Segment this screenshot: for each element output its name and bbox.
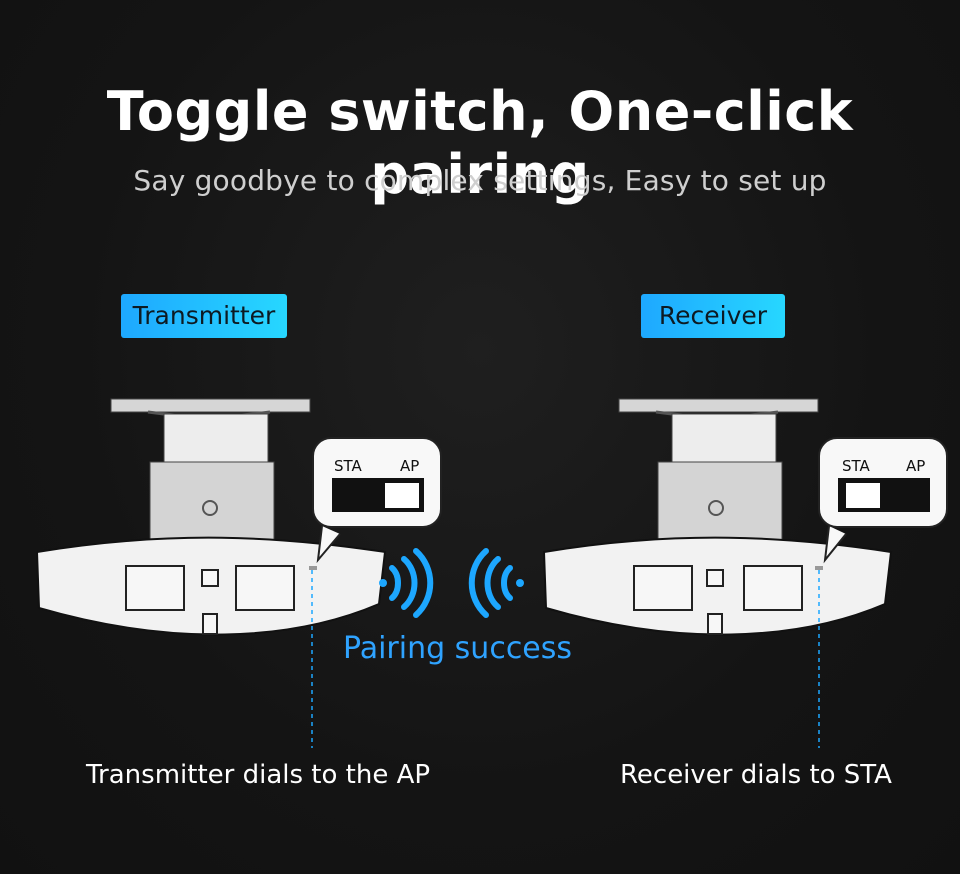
transmitter-switch-inset: STA AP — [312, 437, 442, 564]
receiver-device — [542, 398, 893, 636]
page-subtitle: Say goodbye to complex settings, Easy to… — [133, 164, 827, 197]
transmitter-sta-label: STA — [334, 457, 363, 475]
receiver-sta-label: STA — [842, 457, 871, 475]
transmitter-label: Transmitter — [121, 294, 287, 338]
receiver-label: Receiver — [641, 294, 785, 338]
transmitter-device — [35, 398, 387, 636]
right-wifi-signal-icon — [468, 548, 524, 618]
pairing-success-text: Pairing success — [342, 631, 573, 666]
transmitter-ap-label: AP — [400, 457, 419, 475]
receiver-ap-label: AP — [906, 457, 925, 475]
transmitter-caption: Transmitter dials to the AP — [86, 760, 431, 790]
receiver-caption: Receiver dials to STA — [620, 760, 892, 790]
left-wifi-signal-icon — [379, 548, 434, 618]
page-title: Toggle switch, One-click pairing — [106, 80, 854, 206]
receiver-switch-inset: STA AP — [818, 437, 948, 564]
